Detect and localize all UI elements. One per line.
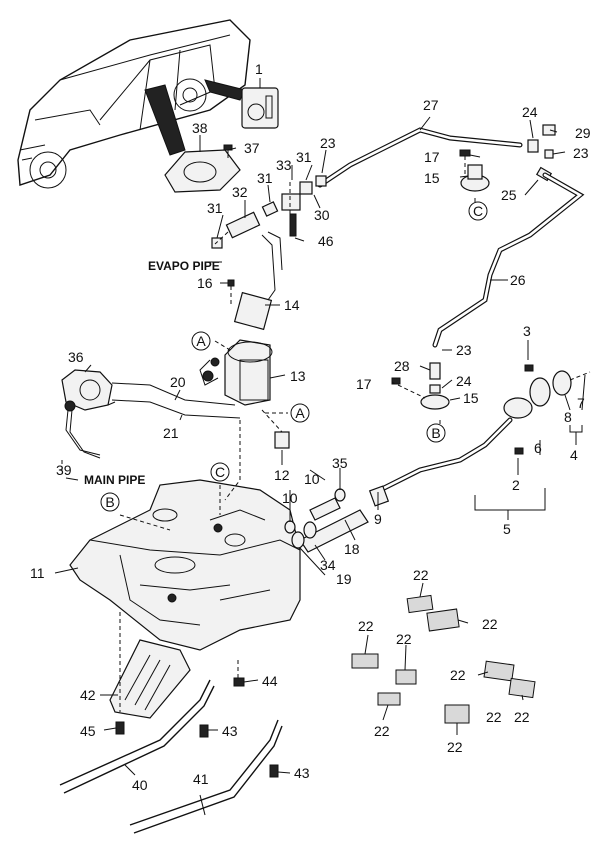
- valve-15-upper: [459, 124, 556, 192]
- callout: 43: [294, 765, 310, 781]
- circle-reference-b-tank: B: [100, 492, 120, 512]
- callout: 35: [332, 455, 348, 471]
- circle-reference-c-tank: C: [210, 462, 230, 482]
- callout: 31: [296, 149, 312, 165]
- circle-reference-a-top: A: [191, 331, 211, 351]
- circle-ref-label: A: [295, 405, 305, 421]
- callout: 16: [197, 275, 213, 291]
- callout: 25: [501, 187, 517, 203]
- bracket-and-straps: [59, 612, 283, 834]
- circle-ref-label: C: [473, 203, 483, 219]
- callout: 38: [192, 120, 208, 136]
- callout: 46: [318, 233, 334, 249]
- callout: 11: [30, 565, 45, 581]
- callout: 24: [456, 373, 472, 389]
- callout: 30: [314, 207, 330, 223]
- callout: 22: [447, 739, 463, 755]
- callout: 22: [514, 709, 530, 725]
- fuel-pump-module: [199, 231, 283, 406]
- callout: 27: [423, 97, 439, 113]
- callout: 22: [486, 709, 502, 725]
- circle-ref-label: A: [196, 333, 206, 349]
- callout: 22: [482, 616, 498, 632]
- callout: 24: [522, 104, 538, 120]
- callout: 21: [163, 425, 179, 441]
- filler-hoses: [284, 485, 390, 553]
- callout: 10: [282, 490, 298, 506]
- circle-ref-label: B: [431, 425, 440, 441]
- callout: 22: [396, 631, 412, 647]
- part-callouts: 1 38 37 27 24 29 23 17 15 25 33 31 31 23…: [30, 61, 591, 793]
- callout: 22: [450, 667, 466, 683]
- callout: 17: [424, 149, 440, 165]
- callout: 32: [232, 184, 248, 200]
- fuel-door-inset: [241, 87, 279, 129]
- callout: 22: [413, 567, 429, 583]
- canister-and-lines: [61, 369, 241, 472]
- callout: 20: [170, 374, 186, 390]
- callout: 10: [304, 471, 320, 487]
- leader-lines: [54, 78, 586, 816]
- callout: 15: [463, 390, 479, 406]
- vehicle-illustration: [17, 19, 251, 189]
- callout: 41: [193, 771, 209, 787]
- callout: 6: [534, 440, 542, 456]
- callout: 4: [570, 447, 578, 463]
- callout: 15: [424, 170, 440, 186]
- callout: 31: [257, 170, 273, 186]
- callout: 17: [356, 376, 372, 392]
- circle-reference-c-valve: C: [468, 201, 488, 221]
- callout: 34: [320, 557, 336, 573]
- callout: 9: [374, 511, 382, 527]
- callout: 42: [80, 687, 96, 703]
- pads-22: [351, 594, 536, 724]
- circle-ref-label: C: [215, 464, 225, 480]
- callout: 1: [255, 61, 263, 77]
- callout: 33: [276, 157, 292, 173]
- circle-reference-a-right: A: [290, 403, 310, 423]
- part-12-connector: [261, 409, 290, 449]
- callout: 12: [274, 467, 290, 483]
- callout: 36: [68, 349, 84, 365]
- callout: 22: [358, 618, 374, 634]
- callout: 28: [394, 358, 410, 374]
- fuel-tank: [69, 479, 301, 651]
- callout: 23: [573, 145, 589, 161]
- part-38-cover-plate: [164, 144, 241, 193]
- callout: 39: [56, 462, 72, 478]
- callout: 43: [222, 723, 238, 739]
- filler-neck: [377, 364, 591, 493]
- callout: 23: [456, 342, 472, 358]
- callout: 40: [132, 777, 148, 793]
- callout: 5: [503, 521, 511, 537]
- callout: 13: [290, 368, 306, 384]
- callout: 7: [577, 395, 585, 411]
- callout: 26: [510, 272, 526, 288]
- callout: 19: [336, 571, 352, 587]
- valve-15-lower: [391, 362, 450, 410]
- callout: 23: [320, 135, 336, 151]
- callout: 8: [564, 409, 572, 425]
- callout: 22: [374, 723, 390, 739]
- callout: 45: [80, 723, 96, 739]
- main-pipe-label: MAIN PIPE: [84, 473, 145, 487]
- callout: 44: [262, 673, 278, 689]
- callout: 14: [284, 297, 300, 313]
- callout: 29: [575, 125, 591, 141]
- evapo-pipe-label: EVAPO PIPE: [148, 259, 220, 273]
- callout: 31: [207, 200, 223, 216]
- circle-ref-label: B: [105, 494, 114, 510]
- main-arrow: [65, 477, 79, 481]
- circle-reference-b-valve: B: [426, 423, 446, 443]
- pipe-26: [432, 172, 585, 348]
- callout: 18: [344, 541, 360, 557]
- callout: 37: [244, 140, 260, 156]
- callout: 3: [523, 323, 531, 339]
- callout: 2: [512, 477, 520, 493]
